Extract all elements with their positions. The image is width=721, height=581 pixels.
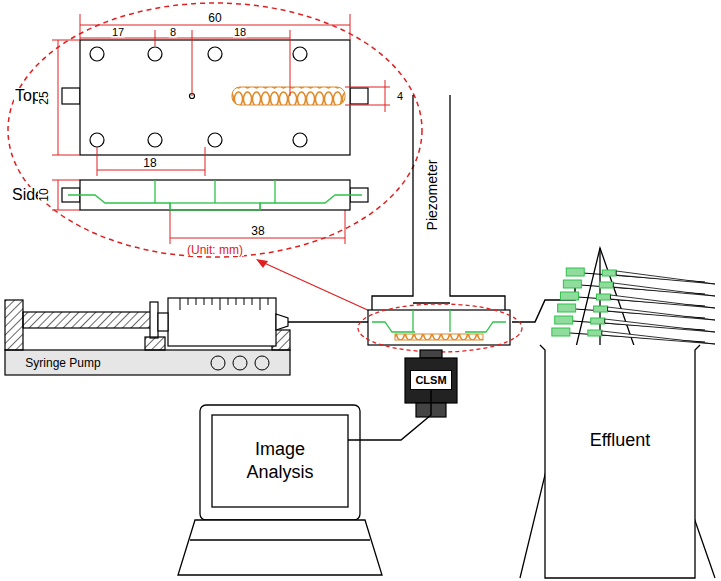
- cable-connector: [348, 390, 431, 440]
- node-text: Piezometer: [424, 160, 440, 231]
- node-text: Effluent: [590, 430, 651, 451]
- node-text: Image Analysis: [235, 438, 325, 485]
- microscope-box: CLSM: [410, 370, 452, 390]
- node-text: CLSM: [415, 374, 446, 386]
- dimension-label: 18: [233, 27, 247, 38]
- dimension-label: 17: [111, 27, 125, 38]
- dimension-label: 38: [250, 225, 265, 237]
- dimension-label: 60: [207, 12, 222, 24]
- node-text: Syringe Pump: [25, 356, 100, 370]
- piezometer-tube: Piezometer: [416, 100, 448, 290]
- monitor-screen: Image Analysis: [212, 415, 348, 507]
- dimension-label: 25: [38, 90, 50, 105]
- dimension-label: (Unit: mm): [186, 244, 244, 256]
- syringe-pump-label: Syringe Pump: [8, 352, 118, 373]
- dimension-label: 4: [396, 91, 404, 102]
- beaker-label: Effluent: [548, 415, 692, 465]
- dimension-label: 8: [169, 27, 177, 38]
- dimension-label: 18: [142, 157, 157, 169]
- dimension-label: 10: [38, 187, 50, 202]
